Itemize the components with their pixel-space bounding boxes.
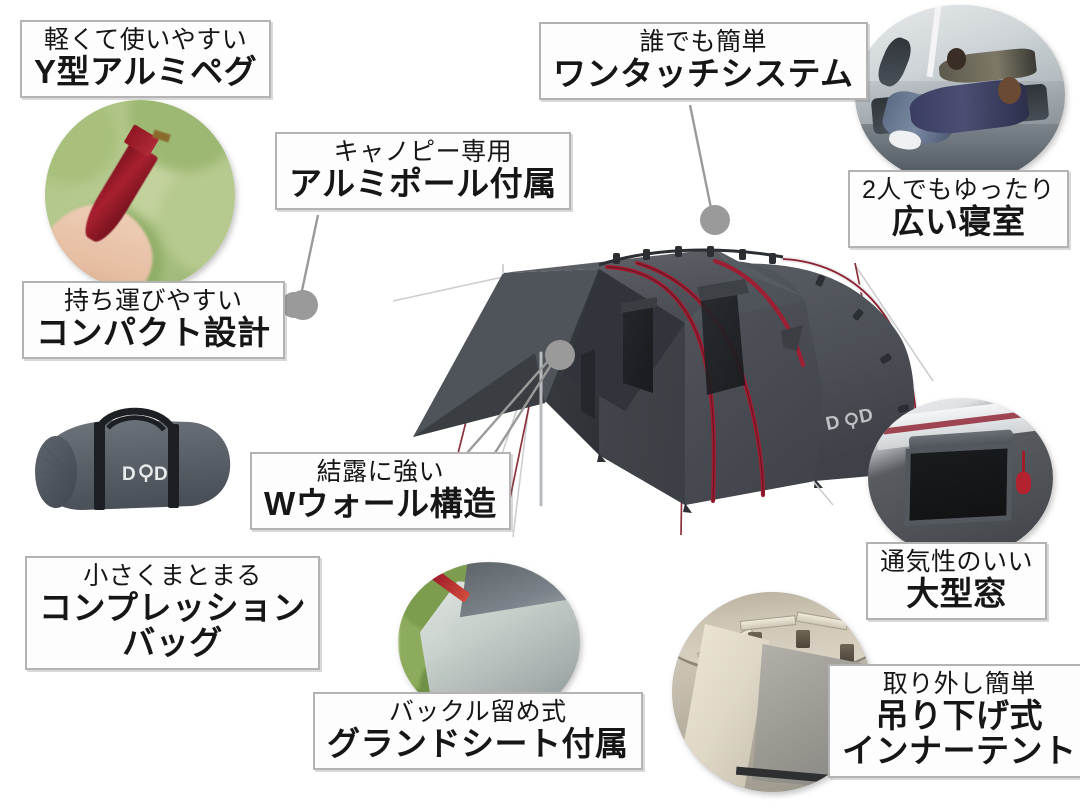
callout-y-peg-main: Y型アルミペグ [34, 52, 258, 90]
svg-text:D: D [824, 412, 843, 436]
callout-large-window-sub: 通気性のいい [880, 548, 1034, 576]
callout-inner-tent-sub: 取り外し簡単 [882, 670, 1036, 698]
svg-text:D: D [154, 464, 168, 485]
callout-compression-bag-main: コンプレッション [39, 588, 307, 626]
callout-inner-tent-main: 吊り下げ式 [875, 696, 1043, 734]
callout-y-peg-sub: 軽くて使いやすい [43, 26, 248, 54]
photo-bedroom [855, 5, 1065, 185]
callout-double-wall-main: Wウォール構造 [264, 484, 497, 522]
callout-ground-sheet-sub: バックル留め式 [388, 698, 567, 726]
photo-large-window [868, 398, 1053, 558]
callout-compression-bag-main2: バッグ [122, 624, 223, 662]
callout-one-touch-sub: 誰でも簡単 [639, 28, 768, 56]
callout-large-window: 通気性のいい 大型窓 [866, 542, 1048, 621]
callout-bedroom-sub: 2人でもゆったり [862, 176, 1055, 204]
callout-double-wall-sub: 結露に強い [316, 458, 445, 486]
callout-large-window-main: 大型窓 [906, 574, 1007, 612]
callout-bedroom-main: 広い寝室 [891, 202, 1026, 240]
callout-one-touch: 誰でも簡単 ワンタッチシステム [539, 22, 868, 101]
callout-compact-main: コンパクト設計 [36, 313, 271, 351]
leader-dot-compact [281, 292, 307, 318]
callout-ground-sheet: バックル留め式 グランドシート付属 [313, 692, 643, 771]
callout-canopy-pole-main: アルミポール付属 [289, 164, 557, 202]
callout-ground-sheet-main: グランドシート付属 [327, 724, 629, 762]
callout-y-peg: 軽くて使いやすい Y型アルミペグ [20, 20, 272, 99]
callout-compression-bag: 小さくまとまる コンプレッション バッグ [25, 556, 321, 671]
callout-canopy-pole-sub: キャノピー専用 [333, 138, 513, 166]
callout-double-wall: 結露に強い Wウォール構造 [250, 452, 511, 531]
callout-one-touch-main: ワンタッチシステム [553, 54, 854, 92]
leader-dot-one-touch [700, 205, 730, 235]
photo-y-peg [45, 100, 235, 290]
svg-text:D: D [122, 464, 136, 485]
leader-dot-double-wall [545, 340, 575, 370]
callout-inner-tent-main2: インナーテント [842, 732, 1077, 770]
callout-compact-sub: 持ち運びやすい [63, 287, 243, 315]
callout-compact: 持ち運びやすい コンパクト設計 [22, 281, 285, 360]
callout-canopy-pole: キャノピー専用 アルミポール付属 [275, 132, 571, 211]
callout-inner-tent: 取り外し簡単 吊り下げ式 インナーテント [828, 664, 1080, 779]
callout-compression-bag-sub: 小さくまとまる [83, 562, 262, 590]
callout-bedroom: 2人でもゆったり 広い寝室 [848, 170, 1069, 249]
tent-illustration: D D [385, 205, 950, 545]
photo-carry-bag: D D [22, 398, 244, 528]
